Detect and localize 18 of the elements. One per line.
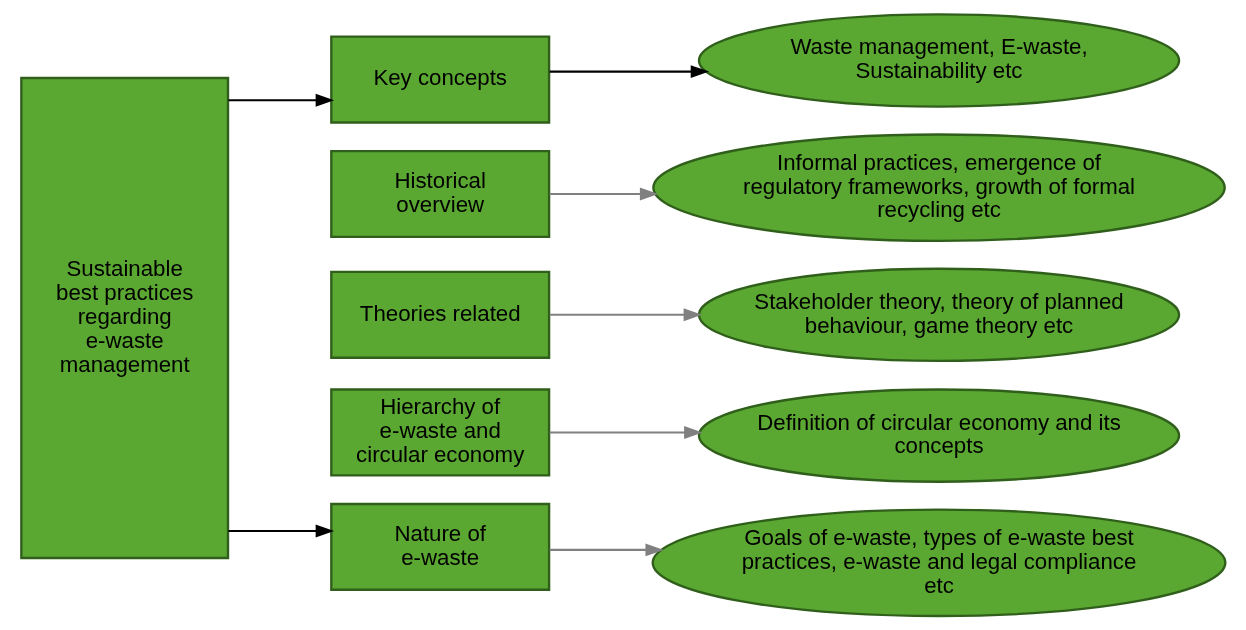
- arrow: [549, 308, 702, 322]
- node-box: Nature of e-waste: [329, 502, 550, 591]
- node-ellipse: Definition of circular economy and its concepts: [697, 388, 1180, 483]
- node-box: Sustainable best practices regarding e-waste management: [19, 76, 229, 560]
- node-ellipse: Goals of e-waste, types of e-waste best practices, e-waste and legal compliance etc: [651, 508, 1227, 618]
- arrow: [549, 543, 664, 557]
- node-ellipse: Stakeholder theory, theory of planned behaviour, game theory etc: [697, 267, 1180, 363]
- arrow: [227, 93, 334, 107]
- node-box: Historical overview: [329, 149, 550, 239]
- arrow: [549, 426, 703, 439]
- arrow: [549, 65, 709, 79]
- node-box: Key concepts: [329, 35, 550, 124]
- node-box: Theories related: [329, 270, 550, 359]
- arrow: [549, 187, 658, 201]
- node-box: Hierarchy of e-waste and circular economy: [329, 388, 550, 477]
- node-ellipse: Waste management, E-waste, Sustainability etc: [697, 13, 1180, 108]
- node-ellipse: Informal practices, emergence of regulatory frameworks, growth of formal recycling etc: [651, 133, 1226, 243]
- arrow: [227, 524, 334, 538]
